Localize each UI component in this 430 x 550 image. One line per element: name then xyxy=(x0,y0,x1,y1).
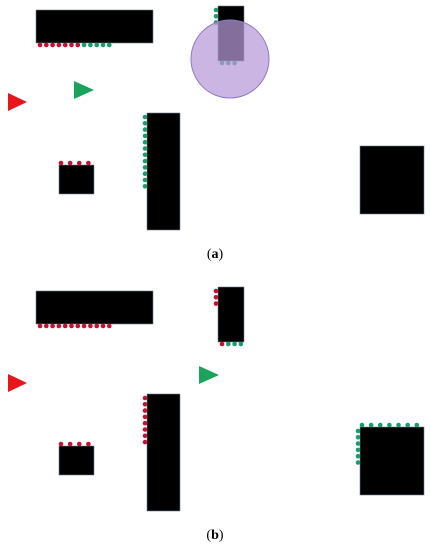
sensor-range-circle xyxy=(190,19,270,99)
red-dot xyxy=(142,427,148,432)
green-dot xyxy=(238,341,244,347)
red-dot xyxy=(44,42,49,48)
red-dot xyxy=(58,160,64,166)
green-dot xyxy=(405,422,410,428)
obstacle-tall-top xyxy=(217,286,245,343)
red-dot xyxy=(50,323,55,329)
green-dot xyxy=(232,341,237,347)
green-dot xyxy=(359,422,365,428)
red-dot xyxy=(142,414,148,420)
green-dot xyxy=(414,422,420,428)
red-dot xyxy=(213,288,219,294)
green-dot xyxy=(100,42,106,48)
red-dot xyxy=(56,42,62,48)
green-dot xyxy=(81,42,87,48)
green-dot xyxy=(355,435,361,440)
red-dot xyxy=(62,323,68,329)
green-dot xyxy=(355,441,361,446)
red-dot xyxy=(86,160,91,166)
green-dot xyxy=(142,133,148,139)
red-dot xyxy=(213,301,219,306)
green-dot xyxy=(355,428,361,434)
green-dot xyxy=(142,184,148,189)
green-dot xyxy=(368,422,374,428)
green-dot xyxy=(142,139,148,145)
green-dot xyxy=(142,171,148,176)
green-agent-triangle xyxy=(74,81,94,99)
red-dot xyxy=(37,42,43,48)
green-dot xyxy=(213,13,219,19)
red-dot xyxy=(56,323,62,329)
scene-a xyxy=(8,5,425,231)
red-dot xyxy=(69,42,74,48)
red-dot xyxy=(58,441,64,447)
red-agent-triangle xyxy=(8,374,27,392)
green-dot xyxy=(377,422,383,428)
red-dot xyxy=(142,402,148,407)
green-dot xyxy=(142,152,148,158)
red-dot xyxy=(142,395,148,401)
obstacle-tall-middle xyxy=(146,393,181,512)
green-dot xyxy=(355,460,361,465)
green-dot xyxy=(88,42,93,48)
green-agent-triangle xyxy=(199,366,219,384)
red-dot xyxy=(81,323,87,329)
green-dot xyxy=(396,422,401,428)
green-dot xyxy=(94,42,99,48)
caption-a: (a) xyxy=(206,247,224,262)
green-dot xyxy=(142,121,148,126)
red-dot xyxy=(142,408,148,413)
obstacle-small-square xyxy=(58,445,95,476)
green-dot xyxy=(355,453,361,459)
red-dot xyxy=(213,295,219,300)
obstacle-small-square xyxy=(58,164,95,195)
red-dot xyxy=(76,441,82,447)
obstacle-top-bar xyxy=(35,9,154,44)
caption-b: (b) xyxy=(206,528,224,543)
obstacle-top-bar xyxy=(35,290,154,325)
green-dot xyxy=(142,165,148,170)
red-dot xyxy=(67,441,73,447)
red-dot xyxy=(50,42,55,48)
scene-b xyxy=(8,286,425,512)
green-dot xyxy=(213,7,219,13)
green-dot xyxy=(142,146,148,151)
red-dot xyxy=(88,323,93,329)
green-dot xyxy=(107,42,112,48)
panel-a xyxy=(0,0,430,241)
red-agent-triangle xyxy=(8,93,27,111)
green-dot xyxy=(142,158,148,164)
red-dot xyxy=(67,160,73,166)
red-dot xyxy=(142,433,148,439)
red-dot xyxy=(75,42,81,48)
red-dot xyxy=(219,341,225,347)
red-dot xyxy=(76,160,82,166)
green-dot xyxy=(142,177,148,183)
green-dot xyxy=(355,447,361,453)
red-dot xyxy=(100,323,106,329)
green-dot xyxy=(142,114,148,120)
red-dot xyxy=(75,323,81,329)
red-dot xyxy=(94,323,99,329)
red-dot xyxy=(62,42,68,48)
green-dot xyxy=(226,341,231,347)
red-dot xyxy=(69,323,74,329)
red-dot xyxy=(37,323,43,329)
red-dot xyxy=(107,323,112,329)
obstacle-big-square xyxy=(359,426,425,496)
panel-b xyxy=(0,281,430,522)
green-dot xyxy=(387,422,392,428)
green-dot xyxy=(142,127,148,132)
obstacle-tall-middle xyxy=(146,112,181,231)
red-dot xyxy=(142,439,148,445)
red-dot xyxy=(44,323,49,329)
red-dot xyxy=(86,441,91,447)
red-dot xyxy=(142,420,148,426)
obstacle-big-square xyxy=(359,145,425,215)
